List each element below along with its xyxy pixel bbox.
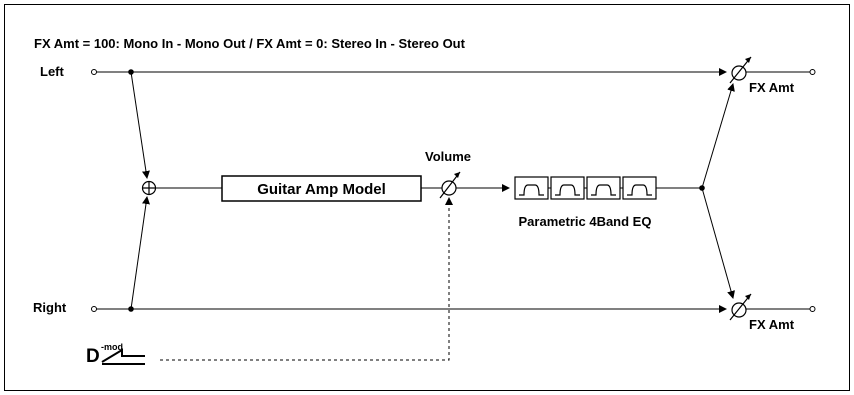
variable-attenuator-icon bbox=[439, 171, 461, 199]
guitar-amp-model-label: Guitar Amp Model bbox=[257, 181, 386, 198]
dmod-control-line bbox=[160, 200, 450, 361]
top-fx-amt-label: FX Amt bbox=[749, 80, 795, 95]
left-input-label: Left bbox=[40, 64, 65, 79]
eq-band-icon bbox=[514, 176, 549, 200]
dmod-letter: D bbox=[86, 346, 100, 367]
dmod-superscript: -mod bbox=[101, 342, 123, 352]
right-input-label: Right bbox=[33, 300, 67, 315]
bottom-fx-amt-label: FX Amt bbox=[749, 317, 795, 332]
dmod-control-arrowhead bbox=[445, 197, 453, 205]
top-output-terminal bbox=[809, 69, 816, 75]
variable-attenuator-icon bbox=[729, 293, 752, 321]
right-to-adder-line bbox=[130, 196, 150, 310]
mode-description: FX Amt = 100: Mono In - Mono Out / FX Am… bbox=[34, 36, 466, 51]
eq-band-icon bbox=[586, 176, 621, 200]
right-input-terminal bbox=[91, 306, 97, 312]
eq-band-icon bbox=[550, 176, 585, 200]
variable-attenuator-icon bbox=[729, 56, 752, 84]
dynamic-modulation-icon: D -mod bbox=[86, 342, 145, 367]
parametric-eq-label: Parametric 4Band EQ bbox=[519, 214, 652, 229]
diagram-frame bbox=[4, 4, 850, 391]
split-to-bottom-output-line bbox=[701, 187, 735, 299]
split-to-top-output-line bbox=[701, 83, 735, 189]
volume-label: Volume bbox=[425, 149, 471, 164]
summing-junction-icon bbox=[141, 180, 157, 196]
left-input-terminal bbox=[91, 69, 97, 75]
eq-band-icon bbox=[622, 176, 657, 200]
left-to-adder-line bbox=[130, 71, 150, 179]
bottom-output-terminal bbox=[809, 306, 816, 312]
